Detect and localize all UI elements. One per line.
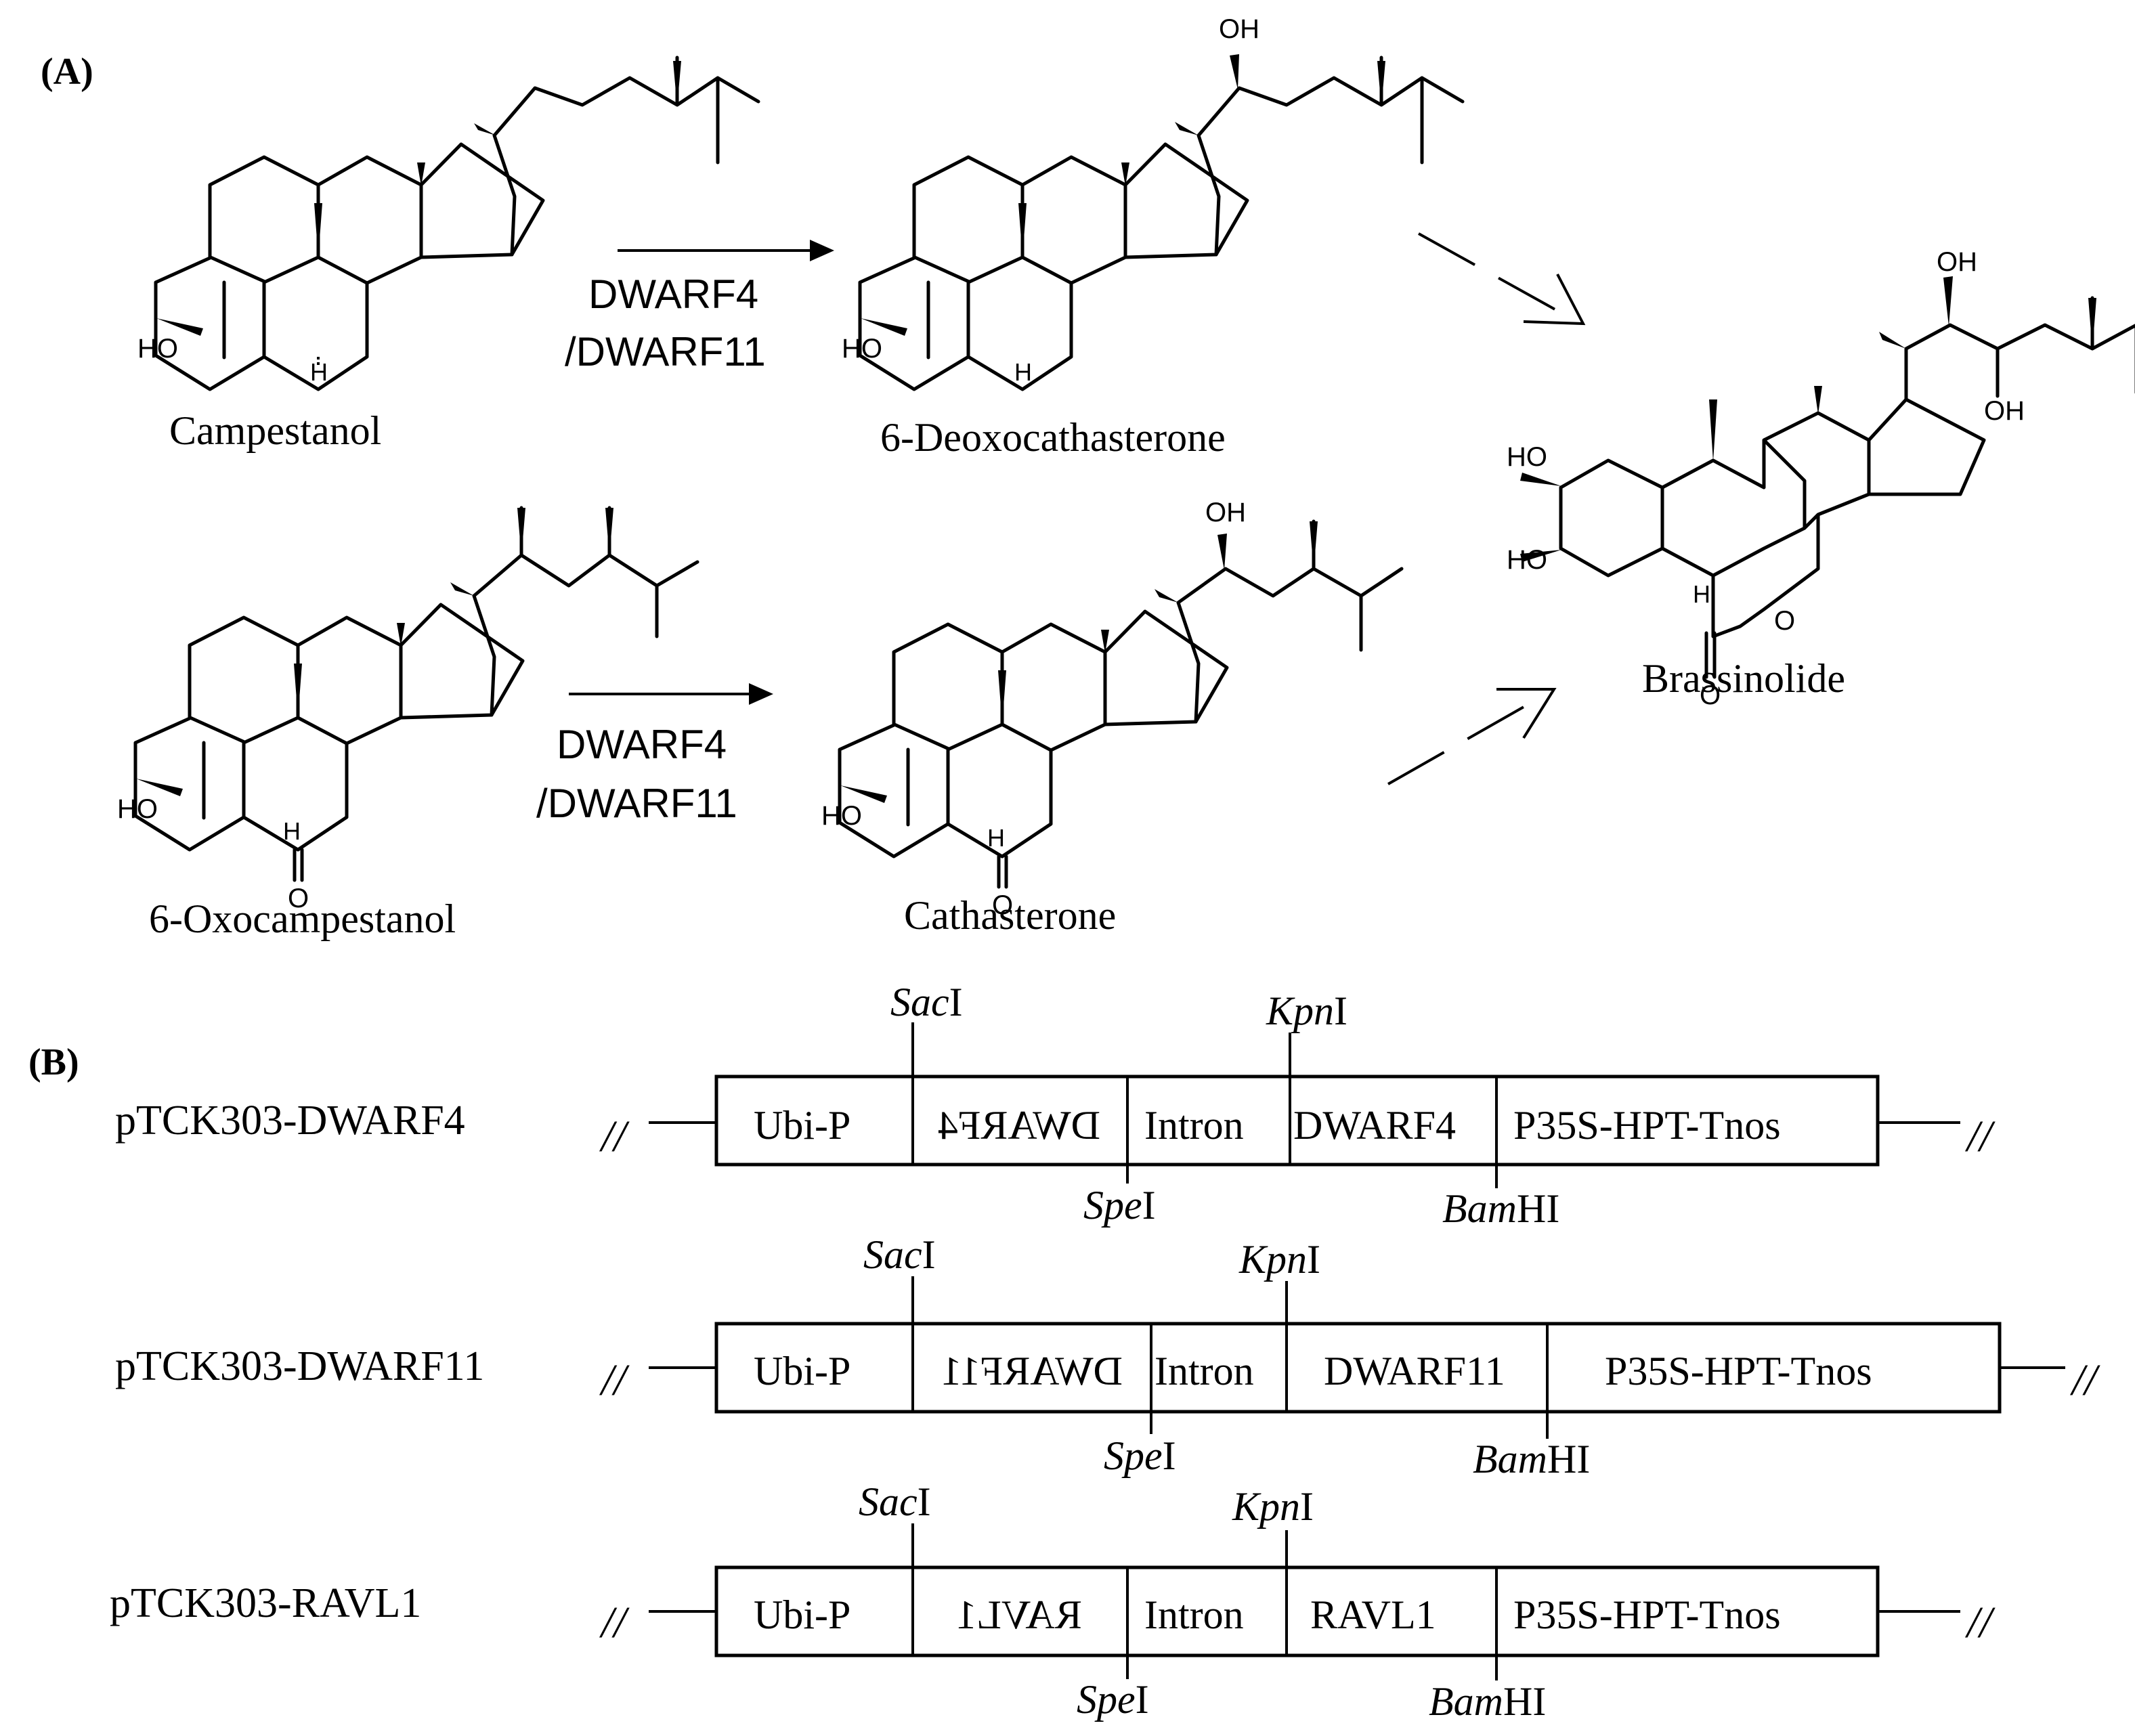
segment-sense: DWARF11: [1324, 1349, 1505, 1393]
atom-h: H: [987, 824, 1005, 852]
construct-box: [714, 1075, 1880, 1167]
compound-name: 6-Deoxocathasterone: [880, 415, 1226, 460]
atom-oh: OH: [1219, 14, 1259, 44]
atom-oh: OH: [1205, 498, 1246, 527]
structure-6-oxocampestanol: HO H O: [117, 506, 699, 913]
enzyme-label: /DWARF11: [536, 781, 737, 826]
arrowhead-icon: [1496, 688, 1557, 739]
segment-sense: DWARF4: [1293, 1103, 1456, 1148]
atom-ho: HO: [1507, 545, 1547, 575]
site-kpni: KpnI: [1232, 1484, 1314, 1529]
site-bamhi: BamHI: [1429, 1679, 1546, 1724]
segment-sense: RAVL1: [1310, 1592, 1436, 1637]
segment-promoter: Ubi-P: [754, 1103, 850, 1148]
construct-1: pTCK303-DWARF4 // // Ubi-P DWARF4 Intron…: [115, 980, 1996, 1231]
construct-3: pTCK303-RAVL1 // // Ubi-P RAVL1 Intron R…: [110, 1479, 1996, 1724]
site-spei: SpeI: [1104, 1433, 1176, 1478]
atom-oh: OH: [1937, 247, 1977, 277]
site-saci: SacI: [890, 980, 963, 1024]
segment-promoter: Ubi-P: [754, 1592, 850, 1637]
compound-name: Brassinolide: [1642, 656, 1845, 701]
structure-cathasterone: OH HO H O: [821, 498, 1404, 920]
site-bamhi: BamHI: [1442, 1186, 1559, 1231]
atom-o: O: [992, 890, 1013, 920]
site-kpni: KpnI: [1238, 1237, 1320, 1282]
site-kpni: KpnI: [1266, 989, 1347, 1033]
construct-name: pTCK303-DWARF11: [115, 1343, 484, 1389]
dashed-arrow-top: [1418, 232, 1572, 320]
site-spei: SpeI: [1083, 1183, 1156, 1228]
segment-selection: P35S-HPT-Tnos: [1513, 1103, 1781, 1148]
structure-6-deoxocathasterone: OH HO H: [842, 14, 1465, 391]
segment-intron: Intron: [1144, 1592, 1244, 1637]
enzyme-label: DWARF4: [557, 722, 727, 767]
enzyme-label: DWARF4: [588, 272, 758, 317]
segment-antisense: DWARF4: [938, 1103, 1100, 1148]
segment-intron: Intron: [1155, 1349, 1254, 1393]
compound-name: 6-Oxocampestanol: [149, 896, 456, 941]
atom-o: O: [1774, 606, 1795, 636]
site-saci: SacI: [863, 1232, 936, 1277]
atom-ho: HO: [842, 334, 882, 364]
compound-name: Campestanol: [169, 408, 381, 453]
atom-h: H: [1693, 580, 1710, 608]
segment-selection: P35S-HPT-Tnos: [1513, 1592, 1781, 1637]
site-spei: SpeI: [1077, 1677, 1149, 1722]
site-saci: SacI: [859, 1479, 931, 1524]
construct-name: pTCK303-RAVL1: [110, 1580, 421, 1626]
break-mark: //: [1964, 1598, 1996, 1647]
break-mark: //: [599, 1598, 630, 1647]
site-bamhi: BamHI: [1473, 1437, 1590, 1481]
structure-brassinolide: HO HO H O O OH OH: [1507, 247, 2135, 710]
segment-selection: P35S-HPT-Tnos: [1605, 1349, 1872, 1393]
construct-box: [714, 1565, 1880, 1657]
atom-o: O: [1700, 680, 1721, 710]
break-mark: //: [2069, 1355, 2100, 1405]
panel-a-label: (A): [41, 51, 93, 93]
break-mark: //: [599, 1112, 630, 1161]
segment-antisense: DWARF11: [941, 1349, 1123, 1393]
structure-campestanol: HO H: [137, 56, 760, 389]
arrowhead-icon: [810, 240, 834, 261]
break-mark: //: [1964, 1112, 1996, 1161]
segment-antisense: RAVL1: [956, 1592, 1082, 1637]
compound-name: Cathasterone: [904, 893, 1116, 938]
dashed-arrow-bottom: [1387, 696, 1541, 785]
atom-oh: OH: [1984, 396, 2025, 426]
atom-o: O: [288, 884, 309, 913]
atom-ho: HO: [117, 794, 158, 824]
atom-h: H: [1014, 358, 1032, 386]
construct-2: pTCK303-DWARF11 // // Ubi-P DWARF11 Intr…: [115, 1232, 2100, 1481]
enzyme-label: /DWARF11: [565, 329, 766, 374]
atom-h: H: [283, 817, 301, 845]
segment-intron: Intron: [1144, 1103, 1244, 1148]
atom-ho: HO: [821, 801, 862, 831]
construct-box: [714, 1322, 2002, 1414]
break-mark: //: [599, 1355, 630, 1405]
arrowhead-icon: [749, 683, 773, 705]
construct-name: pTCK303-DWARF4: [115, 1098, 465, 1144]
atom-ho: HO: [137, 334, 178, 364]
segment-promoter: Ubi-P: [754, 1349, 850, 1393]
atom-ho: HO: [1507, 442, 1547, 472]
panel-b-label: (B): [28, 1041, 79, 1083]
arrowhead-icon: [1523, 274, 1586, 326]
